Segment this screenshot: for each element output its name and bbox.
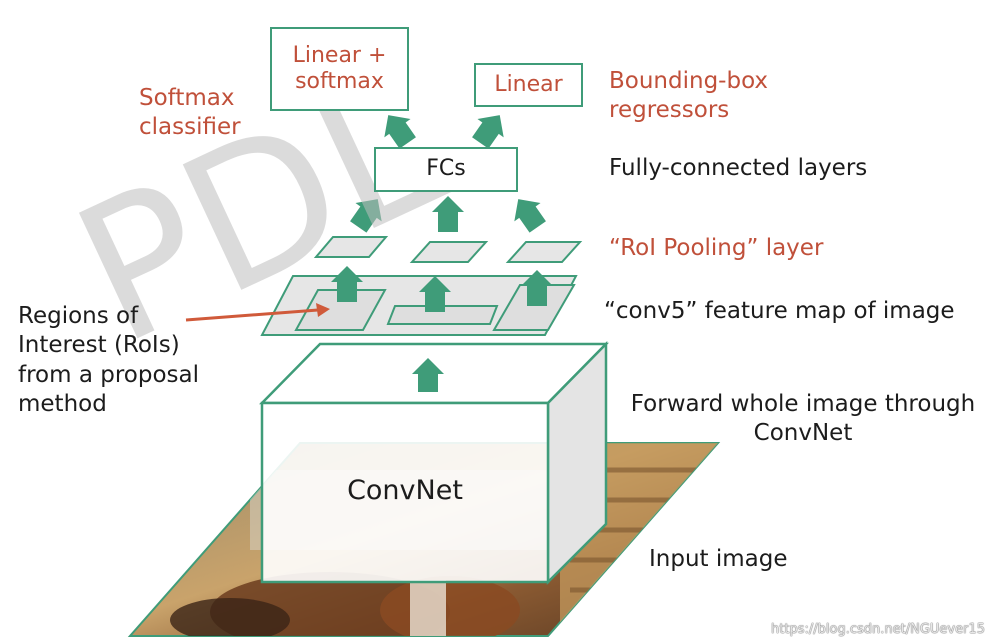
arrow-upright-icon bbox=[350, 199, 382, 233]
bbox-regressors-label: Bounding-box regressors bbox=[609, 68, 769, 124]
roi-pooling-label: “RoI Pooling” layer bbox=[609, 235, 824, 261]
source-url-watermark: https://blog.csdn.net/NGUever15 bbox=[771, 622, 985, 637]
roi-region-left bbox=[294, 289, 387, 331]
conv5-label: “conv5” feature map of image bbox=[604, 298, 955, 324]
linear-box: Linear bbox=[474, 63, 583, 107]
arrow-upleft-icon bbox=[514, 199, 546, 233]
conv5-feature-map bbox=[260, 275, 578, 336]
rois-label: Regions of Interest (RoIs) from a propos… bbox=[18, 303, 200, 418]
fully-connected-label: Fully-connected layers bbox=[609, 155, 868, 181]
arrow-up-icon bbox=[521, 270, 553, 306]
roi-region-middle bbox=[386, 305, 499, 325]
linear-softmax-box: Linear + softmax bbox=[270, 27, 409, 111]
input-image-label: Input image bbox=[649, 546, 788, 572]
convnet-label: ConvNet bbox=[347, 475, 463, 506]
arrow-upleft-icon bbox=[384, 115, 416, 149]
forward-label: Forward whole image through ConvNet bbox=[630, 391, 976, 447]
arrow-upright-icon bbox=[472, 115, 504, 149]
softmax-classifier-label: Softmax classifier bbox=[139, 85, 241, 141]
roi-pooling-cells bbox=[313, 236, 583, 263]
roi-pointer-arrow bbox=[185, 303, 330, 322]
fcs-box: FCs bbox=[374, 147, 518, 192]
arrow-up-icon bbox=[432, 196, 464, 232]
flow-arrows bbox=[331, 115, 553, 392]
arrow-up-icon bbox=[412, 358, 444, 392]
arrow-up-icon bbox=[419, 276, 451, 312]
arrow-up-icon bbox=[331, 266, 363, 302]
roi-region-right bbox=[492, 284, 576, 331]
